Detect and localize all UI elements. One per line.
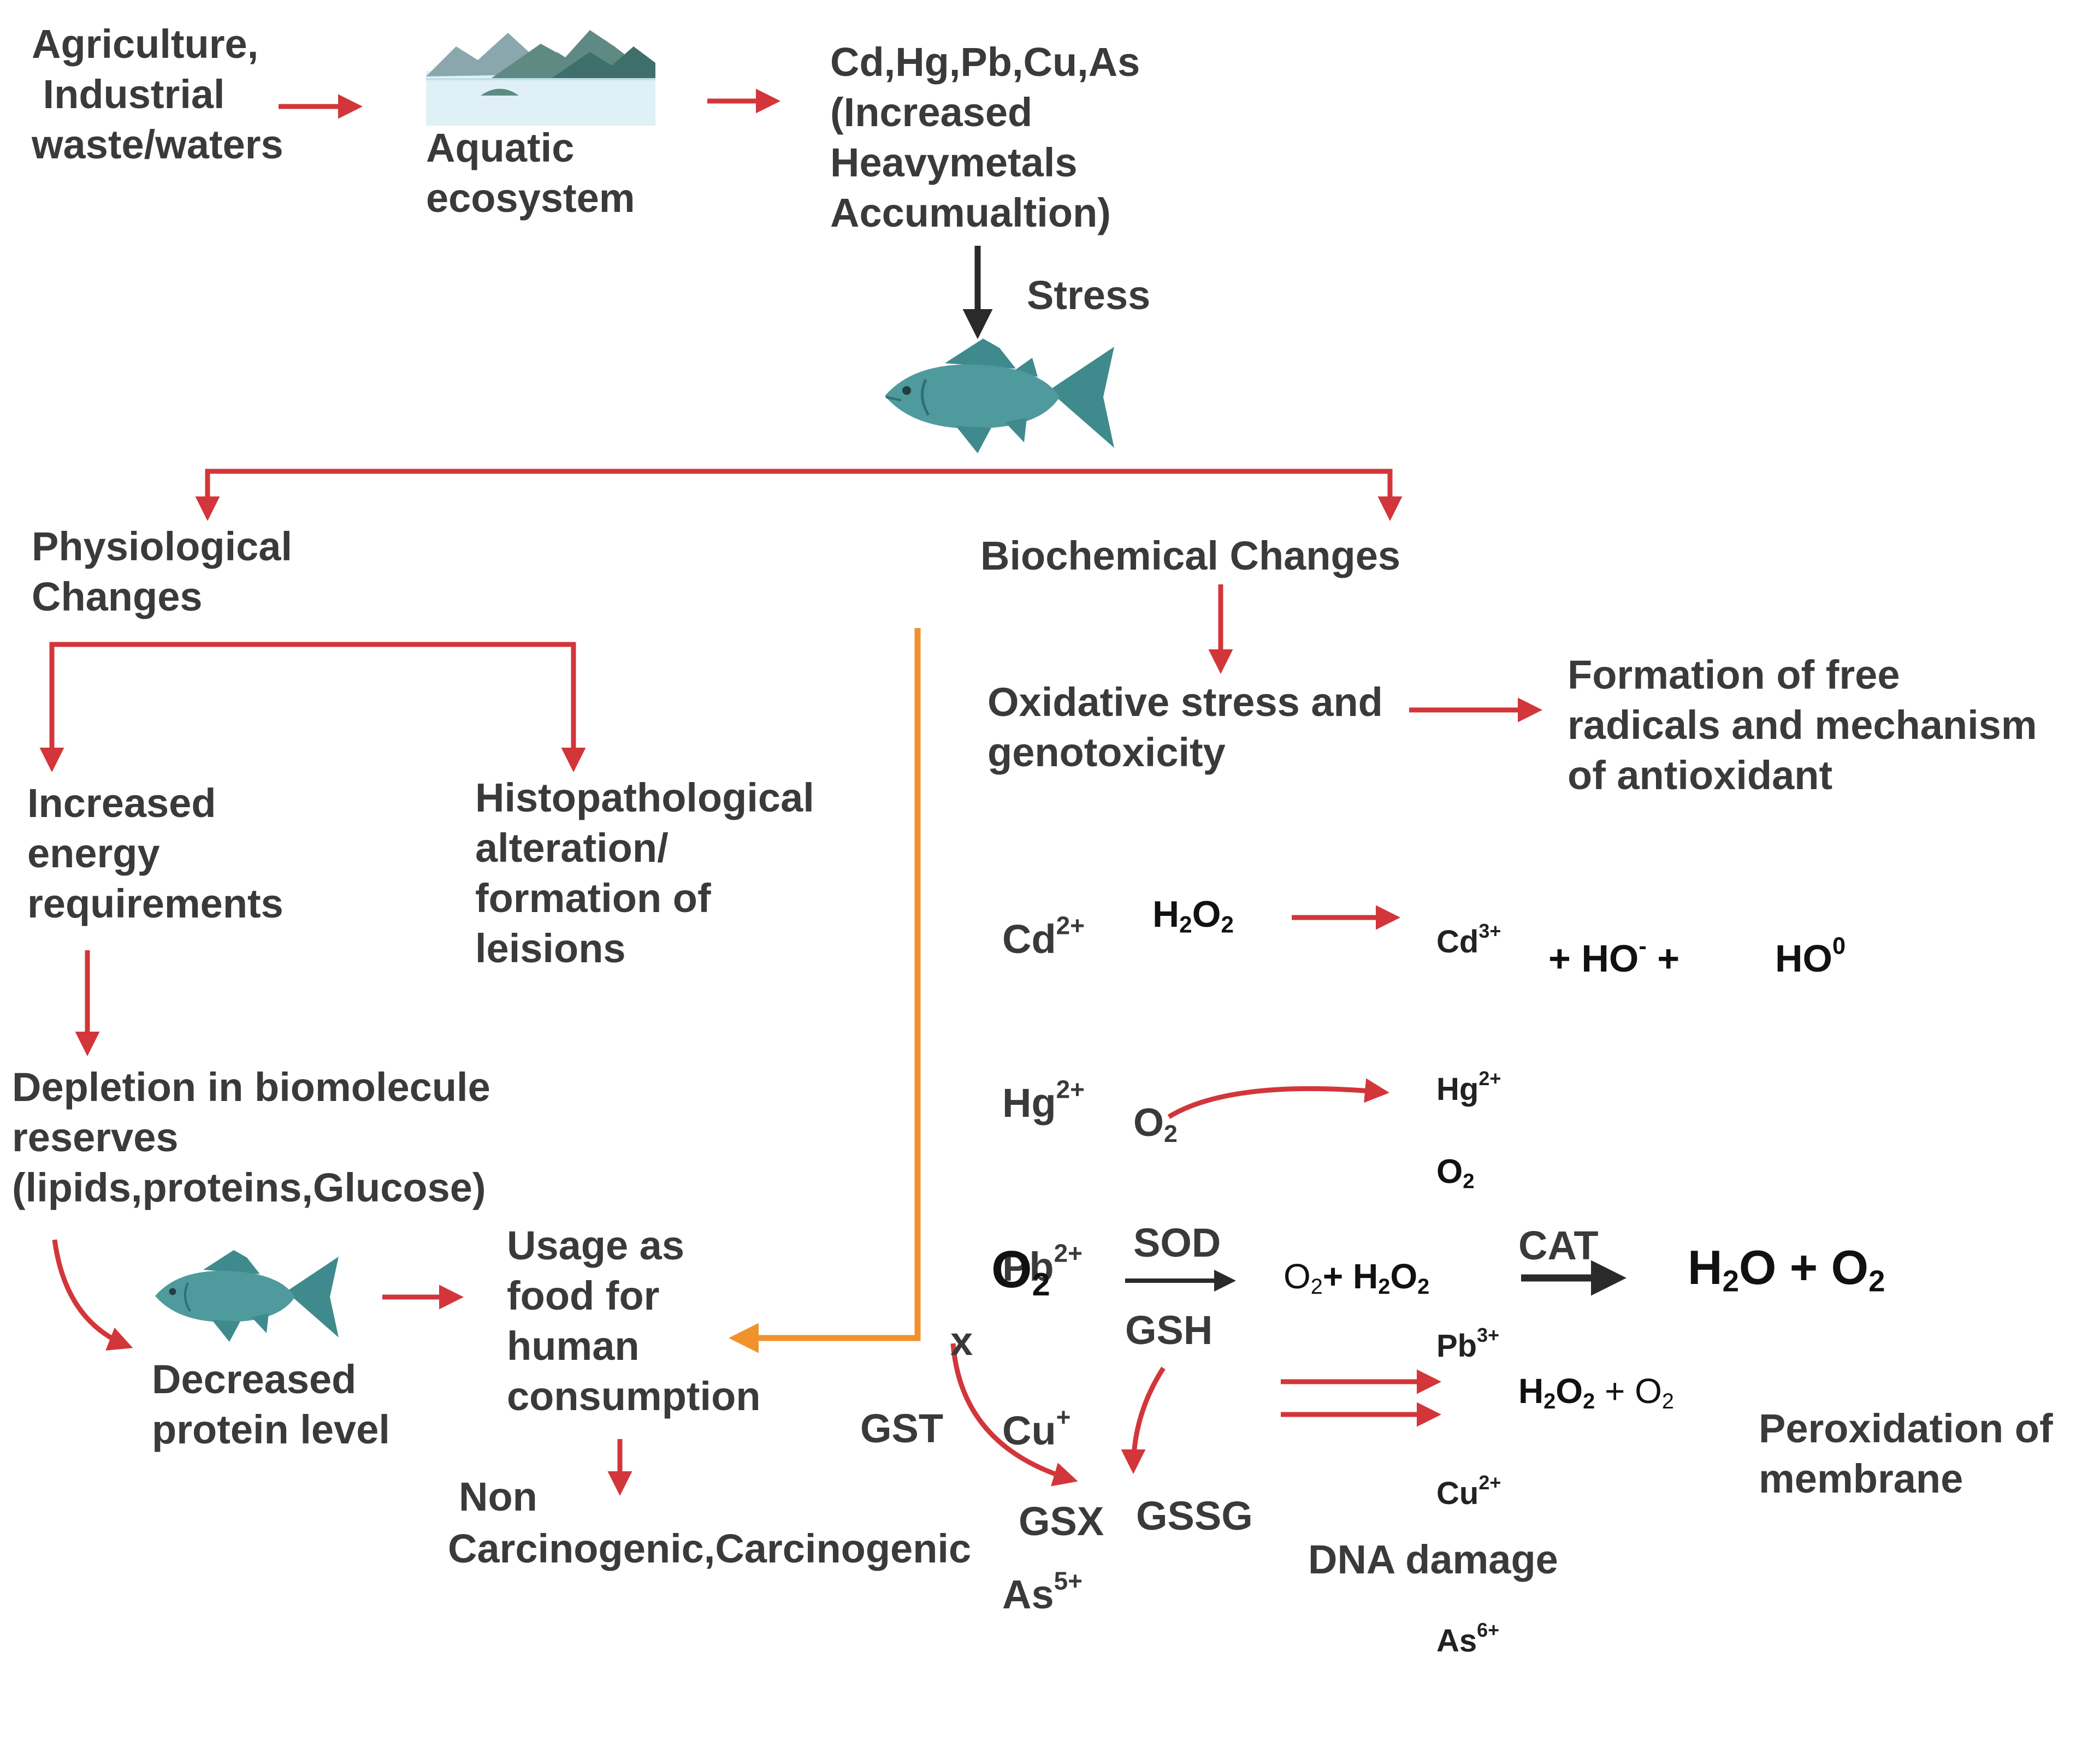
energy-label: Increased energy requirements [27, 780, 283, 926]
arrow-gsh-to-gssg [1121, 1366, 1166, 1474]
peroxidation-label: Peroxidation of membrane [1759, 1406, 2053, 1501]
ion-as: As5+ [1002, 1566, 1083, 1617]
fish-icon [155, 1250, 339, 1342]
arrow-gst-to-gsx [950, 1343, 1078, 1487]
arrow-depletion-to-decreased [52, 1239, 133, 1351]
gsh-label: GSH [1125, 1307, 1213, 1353]
non-label: Non [459, 1474, 537, 1519]
arrow-orange-to-usage [729, 628, 921, 1353]
diagram-canvas: Agriculture, Industrial waste/waters Aqu… [12, 21, 2053, 1659]
gssg-label: GSSG [1136, 1493, 1253, 1538]
ion-pb-oxidized: Pb3+ [1436, 1324, 1500, 1364]
sod-label: SOD [1133, 1220, 1221, 1265]
source-label: Agriculture, Industrial waste/waters [32, 21, 283, 167]
fish-icon [885, 339, 1114, 453]
carcinogenic-label: Carcinogenic,Carcinogenic [448, 1526, 972, 1571]
biochemical-label: Biochemical Changes [980, 533, 1401, 578]
gst-label: GST [860, 1406, 944, 1451]
arrows-layer [39, 88, 1627, 1496]
ion-cu-oxidized: Cu2+ [1436, 1471, 1501, 1511]
hydroxyl-radical: HO0 [1775, 933, 1846, 980]
dna-damage-label: DNA damage [1308, 1537, 1558, 1582]
ion-hg: Hg2+ [1002, 1075, 1085, 1126]
metals-label: Cd,Hg,Pb,Cu,As (Increased Heavymetals Ac… [830, 39, 1140, 235]
freeradicals-label: Formation of free radicals and mechanism… [1568, 652, 2037, 798]
oxidative-label: Oxidative stress and genotoxicity [987, 679, 1383, 775]
aquatic-label: Aquatic ecosystem [426, 125, 635, 221]
h2o2-plus-o2: H2O2 + O2 [1518, 1371, 1674, 1413]
decreased-label: Decreased protein level [152, 1357, 390, 1452]
o2-superoxide: O2 [991, 1240, 1050, 1303]
metal-ions-right: Cd3+ Hg2+ Pb3+ Cu2+ As6+ [1436, 819, 1501, 1764]
plus-hydroxide: + HO- + [1548, 933, 1680, 980]
stress-label: Stress [1027, 273, 1151, 318]
cat-label: CAT [1518, 1223, 1599, 1268]
o2-radical: O2 [1436, 1153, 1475, 1193]
ion-cu: Cu+ [1002, 1402, 1071, 1453]
ion-cd-oxidized: Cd3+ [1436, 920, 1501, 960]
metal-ions-left: Cd2+ Hg2+ Pb2+ Cu+ As5+ [1002, 803, 1085, 1731]
aquatic-ecosystem-icon [426, 30, 655, 126]
arrow-physio-split [49, 642, 576, 759]
arrow-o2-to-ions [1167, 1078, 1389, 1119]
ion-as-oxidized: As6+ [1436, 1619, 1500, 1659]
water-plus-oxygen: H2O + O2 [1688, 1240, 1885, 1298]
depletion-label: Depletion in biomolecule reserves (lipid… [12, 1064, 490, 1210]
ion-hg-oxidized: Hg2+ [1436, 1067, 1501, 1107]
x-label: x [950, 1318, 973, 1364]
ion-pb: Pb2+ [1002, 1239, 1083, 1289]
arrow-branch-split [205, 469, 1393, 511]
o2-curve-source: O2 [1133, 1101, 1178, 1148]
h2o2-reactant: H2O2 [1152, 893, 1234, 938]
gsx-label: GSX [1019, 1499, 1104, 1544]
physiological-label: Physiological Changes [32, 524, 293, 619]
usage-label: Usage as food for human consumption [507, 1223, 761, 1419]
ion-cd: Cd2+ [1002, 911, 1085, 962]
histo-label: Histopathological alteration/ formation … [475, 775, 814, 971]
o2-plus-h2o2: O2+ H2O2 [1284, 1257, 1430, 1299]
